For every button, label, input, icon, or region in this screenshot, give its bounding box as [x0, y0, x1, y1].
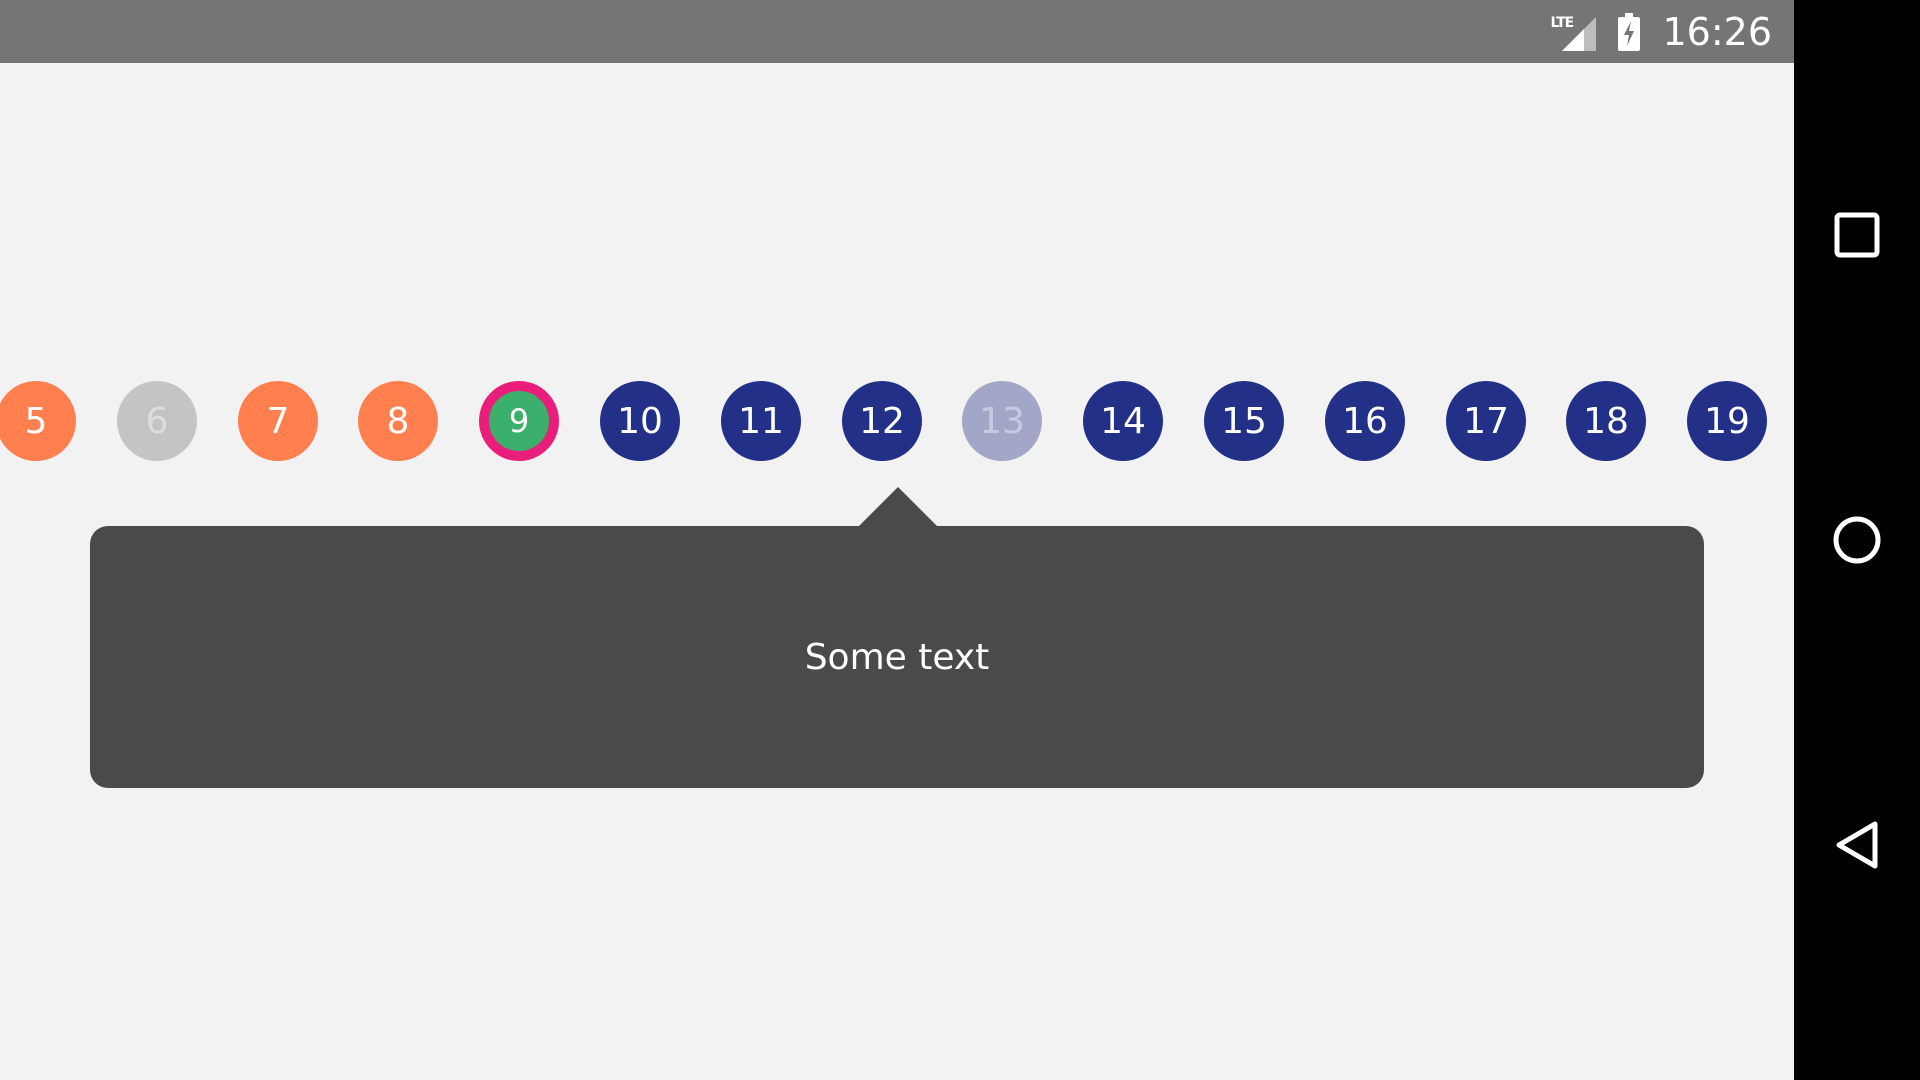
tooltip-text: Some text — [804, 636, 990, 678]
day-14-button[interactable]: 14 — [1083, 381, 1163, 461]
home-icon — [1833, 516, 1881, 564]
day-10-button[interactable]: 10 — [600, 381, 680, 461]
tooltip: Some text — [90, 526, 1704, 788]
status-icons: LTE 16:26 — [1550, 0, 1772, 63]
recents-icon — [1834, 212, 1880, 258]
day-9-button[interactable]: 9 — [479, 381, 559, 461]
recents-button[interactable] — [1827, 205, 1887, 265]
day-8-button[interactable]: 8 — [358, 381, 438, 461]
battery-charging-icon — [1618, 12, 1641, 51]
day-18-button[interactable]: 18 — [1566, 381, 1646, 461]
lte-signal-icon: LTE — [1550, 13, 1597, 51]
day-16-button[interactable]: 16 — [1325, 381, 1405, 461]
day-5-button[interactable]: 5 — [0, 381, 76, 461]
home-button[interactable] — [1827, 510, 1887, 570]
day-13-button[interactable]: 13 — [962, 381, 1042, 461]
status-bar: LTE 16:26 — [0, 0, 1794, 63]
day-12-button[interactable]: 12 — [842, 381, 922, 461]
back-button[interactable] — [1827, 815, 1887, 875]
day-6-button[interactable]: 6 — [117, 381, 197, 461]
day-19-button[interactable]: 19 — [1687, 381, 1767, 461]
day-15-button[interactable]: 15 — [1204, 381, 1284, 461]
day-17-button[interactable]: 17 — [1446, 381, 1526, 461]
navigation-bar — [1794, 0, 1920, 1080]
tooltip-arrow — [859, 487, 937, 526]
day-11-button[interactable]: 11 — [721, 381, 801, 461]
back-icon — [1836, 821, 1878, 869]
network-label: LTE — [1550, 14, 1574, 31]
clock: 16:26 — [1662, 9, 1772, 54]
day-7-button[interactable]: 7 — [238, 381, 318, 461]
